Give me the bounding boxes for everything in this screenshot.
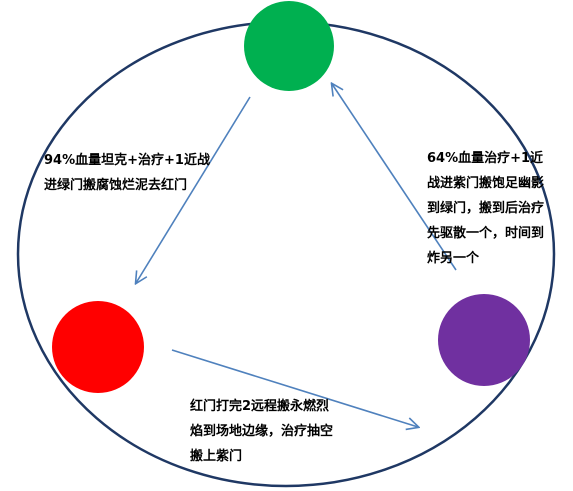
note-left-line: 进绿门搬腐蚀烂泥去红门: [44, 178, 188, 193]
note-bottom-line: 红门打完2远程搬永燃烈: [190, 399, 330, 414]
note-right-line: 战进紫门搬饱足幽影: [427, 176, 545, 191]
arrow-red-to-purple: [171, 349, 418, 427]
green-circle: [244, 1, 334, 91]
purple-circle: [438, 294, 530, 386]
arrow-purple-to-green: [332, 84, 457, 271]
red-circle: [52, 301, 144, 393]
note-bottom: 红门打完2远程搬永燃烈 焰到场地边缘，治疗抽空 搬上紫门: [190, 394, 333, 469]
note-bottom-line: 搬上紫门: [190, 449, 243, 464]
note-right-line: 炸另一个: [427, 251, 480, 266]
note-left-line: 94%血量坦克+治疗+1近战: [44, 153, 210, 168]
note-bottom-line: 焰到场地边缘，治疗抽空: [190, 424, 334, 439]
note-right: 64%血量治疗+1近 战进紫门搬饱足幽影 到绿门，搬到后治疗 先驱散一个，时间到…: [427, 146, 544, 271]
note-right-line: 64%血量治疗+1近: [427, 151, 544, 166]
note-right-line: 到绿门，搬到后治疗: [427, 201, 545, 216]
arrow-green-to-red: [136, 96, 251, 283]
note-right-line: 先驱散一个，时间到: [427, 226, 545, 241]
note-left: 94%血量坦克+治疗+1近战 进绿门搬腐蚀烂泥去红门: [44, 148, 210, 198]
